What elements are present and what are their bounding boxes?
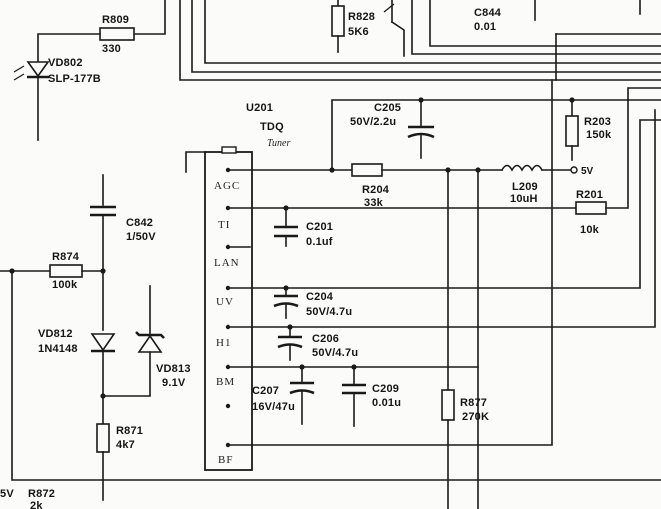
vd812-diode (90, 333, 116, 352)
r201-ref: R201 (576, 189, 603, 201)
supply-terminal (570, 166, 578, 174)
pin-h1-label: H1 (216, 337, 231, 349)
r828-resistor (331, 5, 345, 37)
r874-ref: R874 (52, 251, 80, 263)
pin-agc-label: AGC (214, 180, 240, 192)
r871-resistor (96, 423, 110, 453)
r828-ref: R828 (348, 11, 375, 23)
r872-ref: R872 (28, 488, 55, 500)
c207-value: 16V/47u (252, 401, 295, 413)
left-protection-network (0, 174, 661, 501)
h1-network (227, 109, 656, 361)
c201-ref: C201 (306, 221, 333, 233)
vd802-ref: VD802 (48, 57, 83, 69)
u201-ref: U201 (246, 102, 273, 114)
r201-resistor (575, 201, 607, 215)
supply-label: 5V (581, 166, 594, 177)
uv-network (227, 119, 661, 319)
r203-resistor (565, 115, 579, 147)
r204-ref: R204 (362, 184, 390, 196)
c209-value: 0.01u (372, 397, 401, 409)
r871-ref: R871 (116, 425, 143, 437)
r203-value: 150k (586, 129, 612, 141)
c204-ref: C204 (306, 291, 334, 303)
pin-bm-label: BM (216, 376, 235, 388)
vd813-zener (137, 334, 163, 353)
c842-ref: C842 (126, 217, 153, 229)
r203-ref: R203 (584, 116, 611, 128)
c207-ref: C207 (252, 385, 279, 397)
r201-value: 10k (580, 224, 600, 236)
l209-value: 10uH (510, 193, 538, 205)
vd813-value: 9.1V (162, 377, 186, 389)
r809-led-branch (13, 0, 166, 141)
vd802-value: SLP-177B (48, 73, 101, 85)
c205-ref: C205 (374, 102, 401, 114)
c209-ref: C209 (372, 383, 399, 395)
vd812-ref: VD812 (38, 328, 73, 340)
r809-ref: R809 (102, 14, 129, 26)
c206-ref: C206 (312, 333, 339, 345)
c201-value: 0.1uf (306, 236, 333, 248)
pin-bf-label: BF (218, 454, 233, 466)
r871-value: 4k7 (116, 439, 135, 451)
r874-value: 100k (52, 279, 78, 291)
r809-value: 330 (102, 43, 121, 55)
vd802-led (26, 61, 50, 78)
r877-branch (441, 169, 479, 509)
agc-network (227, 163, 578, 177)
c842-value: 1/50V (126, 231, 156, 243)
pin-uv-label: UV (216, 296, 234, 308)
r877-ref: R877 (460, 397, 487, 409)
bm-network (227, 364, 479, 427)
edge-supply-text: 5V (0, 488, 14, 500)
r204-resistor (351, 163, 383, 177)
l209-ref: L209 (512, 181, 538, 193)
vd812-value: 1N4148 (38, 343, 78, 355)
u201-part: TDQ (260, 121, 284, 133)
l209-inductor (500, 164, 544, 172)
ti-network (227, 87, 661, 247)
pin-lan-label: LAN (214, 257, 240, 269)
c844-ref: C844 (474, 7, 502, 19)
c206-value: 50V/4.7u (312, 347, 358, 359)
r828-branch (331, 0, 405, 57)
r877-resistor (441, 389, 455, 421)
c844-value: 0.01 (474, 21, 496, 33)
r204-value: 33k (364, 197, 384, 209)
r809-resistor (99, 27, 135, 41)
vd813-ref: VD813 (156, 363, 191, 375)
top-bus-lines (179, 0, 661, 81)
u201-tuner-ic (185, 146, 253, 471)
r872-value: 2k (30, 500, 43, 509)
u201-function: Tuner (267, 138, 290, 149)
r828-value: 5K6 (348, 26, 369, 38)
pin-ti-label: TI (218, 219, 230, 231)
c204-value: 50V/4.7u (306, 306, 352, 318)
r877-value: 270K (462, 411, 489, 423)
c205-value: 50V/2.2u (350, 116, 396, 128)
r874-resistor (49, 264, 83, 278)
